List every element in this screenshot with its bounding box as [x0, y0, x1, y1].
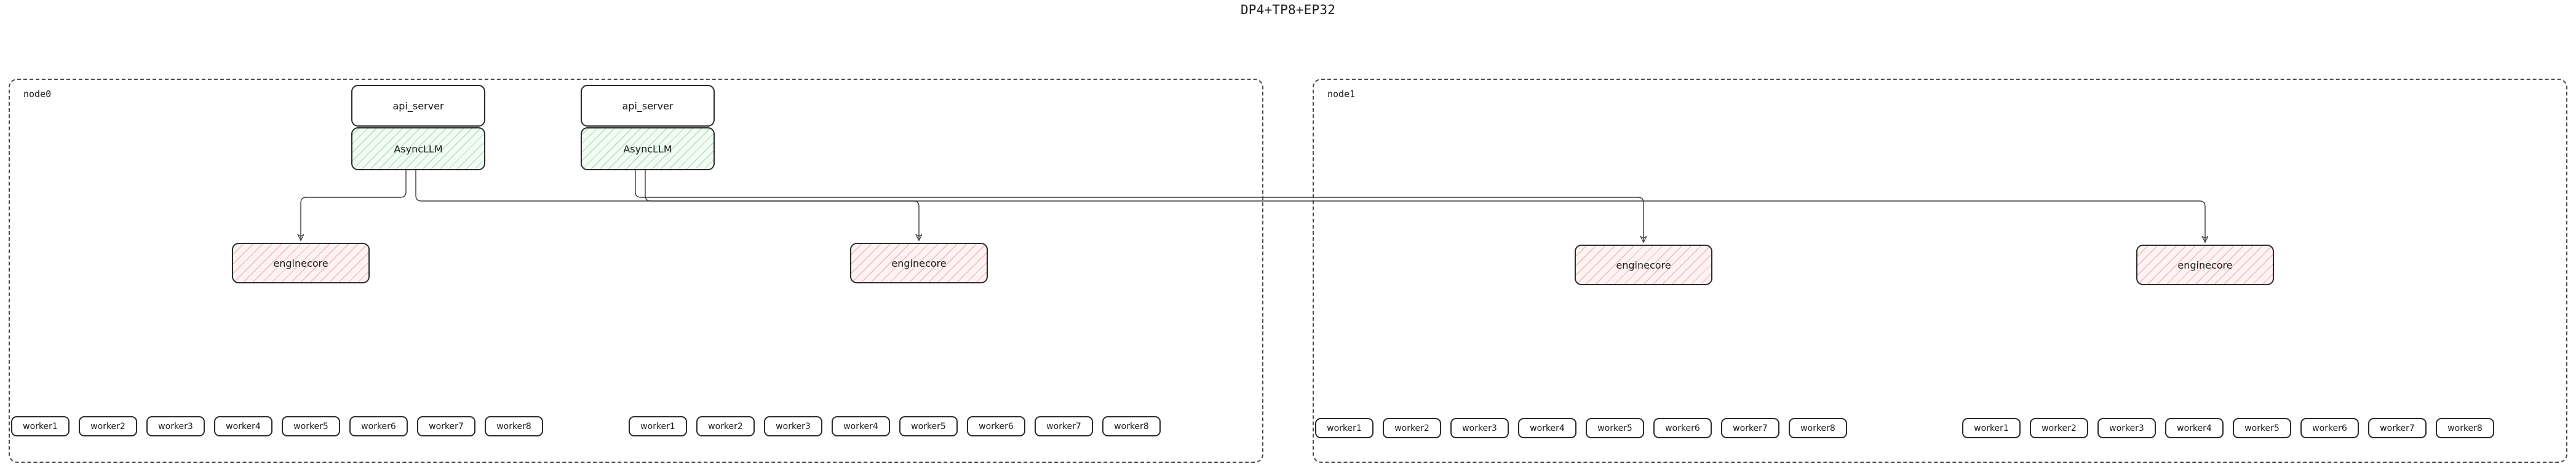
worker-box[interactable]: worker5	[2233, 418, 2291, 438]
worker-box[interactable]: worker3	[764, 416, 822, 436]
cluster-node1: node1	[1313, 79, 2567, 463]
api-server-label: api_server	[392, 100, 444, 112]
worker-box[interactable]: worker2	[696, 416, 755, 436]
worker-box[interactable]: worker4	[214, 416, 272, 436]
api-server-box[interactable]: api_server	[351, 85, 485, 127]
cluster-node0-label: node0	[23, 89, 52, 100]
worker-box[interactable]: worker8	[1789, 418, 1847, 438]
worker-box[interactable]: worker4	[2165, 418, 2224, 438]
worker-label: worker5	[293, 421, 328, 432]
worker-label: worker2	[1394, 423, 1429, 433]
worker-box[interactable]: worker1	[629, 416, 687, 436]
worker-box[interactable]: worker5	[899, 416, 958, 436]
worker-label: worker8	[1114, 421, 1149, 432]
enginecore-box[interactable]: enginecore	[232, 243, 370, 283]
worker-box[interactable]: worker6	[1653, 418, 1712, 438]
worker-label: worker6	[979, 421, 1014, 432]
worker-box[interactable]: worker8	[2436, 418, 2494, 438]
worker-box[interactable]: worker2	[2030, 418, 2088, 438]
worker-label: worker7	[2380, 423, 2415, 433]
worker-label: worker8	[2447, 423, 2483, 433]
worker-label: worker6	[1665, 423, 1700, 433]
enginecore-box[interactable]: enginecore	[850, 243, 988, 283]
asyncllm-box[interactable]: AsyncLLM	[351, 127, 485, 170]
asyncllm-box[interactable]: AsyncLLM	[581, 127, 715, 170]
cluster-node1-label: node1	[1327, 89, 1356, 100]
worker-box[interactable]: worker3	[146, 416, 205, 436]
worker-label: worker8	[496, 421, 531, 432]
worker-label: worker7	[1733, 423, 1768, 433]
worker-box[interactable]: worker3	[2097, 418, 2156, 438]
worker-label: worker1	[1327, 423, 1362, 433]
cluster-node0: node0	[9, 79, 1263, 463]
worker-label: worker6	[2312, 423, 2347, 433]
worker-label: worker6	[361, 421, 396, 432]
worker-box[interactable]: worker7	[1035, 416, 1093, 436]
enginecore-label: enginecore	[273, 257, 328, 269]
worker-label: worker4	[226, 421, 261, 432]
worker-box[interactable]: worker4	[1518, 418, 1576, 438]
worker-label: worker2	[90, 421, 125, 432]
worker-label: worker4	[2177, 423, 2212, 433]
worker-box[interactable]: worker5	[1586, 418, 1644, 438]
enginecore-label: enginecore	[2177, 259, 2233, 271]
worker-label: worker2	[708, 421, 743, 432]
asyncllm-label: AsyncLLM	[394, 143, 443, 155]
worker-box[interactable]: worker4	[832, 416, 890, 436]
worker-box[interactable]: worker1	[1315, 418, 1373, 438]
worker-box[interactable]: worker1	[11, 416, 70, 436]
worker-label: worker7	[429, 421, 464, 432]
worker-label: worker1	[23, 421, 58, 432]
worker-label: worker5	[911, 421, 946, 432]
worker-box[interactable]: worker7	[417, 416, 475, 436]
worker-label: worker8	[1800, 423, 1835, 433]
asyncllm-label: AsyncLLM	[623, 143, 672, 155]
worker-box[interactable]: worker2	[1383, 418, 1441, 438]
api-server-box[interactable]: api_server	[581, 85, 715, 127]
worker-label: worker1	[1974, 423, 2009, 433]
api-server-label: api_server	[622, 100, 674, 112]
worker-box[interactable]: worker1	[1962, 418, 2021, 438]
worker-label: worker4	[1530, 423, 1565, 433]
worker-label: worker3	[1462, 423, 1497, 433]
enginecore-box[interactable]: enginecore	[1575, 245, 1712, 285]
worker-label: worker1	[640, 421, 675, 432]
worker-label: worker3	[2109, 423, 2144, 433]
worker-label: worker7	[1046, 421, 1081, 432]
worker-label: worker3	[158, 421, 193, 432]
worker-box[interactable]: worker6	[349, 416, 408, 436]
worker-box[interactable]: worker5	[282, 416, 340, 436]
worker-box[interactable]: worker8	[1102, 416, 1161, 436]
worker-label: worker3	[776, 421, 811, 432]
worker-label: worker4	[843, 421, 878, 432]
worker-label: worker5	[2244, 423, 2280, 433]
worker-box[interactable]: worker6	[967, 416, 1025, 436]
worker-box[interactable]: worker8	[485, 416, 543, 436]
worker-box[interactable]: worker2	[79, 416, 137, 436]
enginecore-label: enginecore	[891, 257, 947, 269]
worker-box[interactable]: worker3	[1450, 418, 1509, 438]
worker-box[interactable]: worker6	[2300, 418, 2359, 438]
worker-box[interactable]: worker7	[1721, 418, 1779, 438]
worker-label: worker2	[2041, 423, 2077, 433]
enginecore-box[interactable]: enginecore	[2136, 245, 2274, 285]
worker-label: worker5	[1597, 423, 1632, 433]
page-title: DP4+TP8+EP32	[1240, 2, 1336, 17]
enginecore-label: enginecore	[1616, 259, 1671, 271]
worker-box[interactable]: worker7	[2368, 418, 2427, 438]
